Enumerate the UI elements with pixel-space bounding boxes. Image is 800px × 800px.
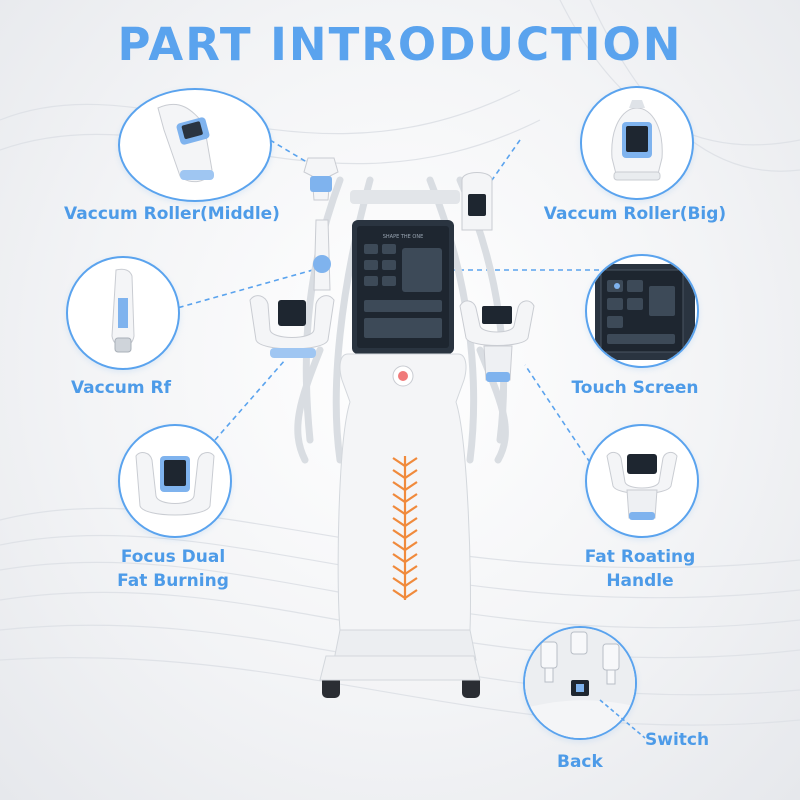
fat-roating-handle-label: Fat Roating Handle [565, 545, 715, 593]
vaccum-roller-middle-circle [118, 88, 272, 202]
big-roller-handle [461, 172, 493, 231]
switch-label: Switch [645, 730, 710, 750]
vaccum-roller-big-circle [580, 86, 694, 200]
back-label: Back [557, 752, 603, 772]
right-rotating-handle [459, 300, 535, 382]
middle-roller-handle [303, 157, 339, 201]
touch-screen-circle [585, 254, 699, 368]
page-title: PART INTRODUCTION [117, 18, 683, 71]
vaccum-roller-big-label: Vaccum Roller(Big) [543, 204, 727, 224]
fat-roating-handle-circle [585, 424, 699, 538]
screen-header-text: SHAPE THE ONE [383, 234, 424, 240]
focus-dual-fat-burning-image [135, 452, 215, 516]
vaccum-roller-big-image [611, 100, 663, 181]
focus-dual-label-line2: Fat Burning [117, 571, 229, 591]
fat-roating-label-line1: Fat Roating [584, 547, 696, 567]
orange-pattern [392, 456, 418, 600]
focus-dual-fat-burning-circle [118, 424, 232, 538]
vaccum-roller-middle-label: Vaccum Roller(Middle) [64, 204, 280, 224]
fat-roating-label-line2: Handle [606, 571, 674, 591]
vaccum-rf-circle [66, 256, 180, 370]
focus-dual-fat-burning-label: Focus Dual Fat Burning [98, 545, 248, 593]
touch-screen-label: Touch Screen [571, 378, 699, 398]
vaccum-rf-label: Vaccum Rf [70, 378, 172, 398]
touch-screen-panel: SHAPE THE ONE [352, 220, 454, 354]
rf-handle [313, 219, 331, 291]
main-device-illustration: SHAPE THE ONE [249, 157, 535, 698]
vaccum-roller-middle-image [157, 103, 214, 183]
touch-screen-image [595, 264, 695, 360]
left-dual-handle [249, 295, 335, 358]
focus-dual-label-line1: Focus Dual [120, 547, 226, 567]
vaccum-rf-image [111, 268, 135, 353]
fat-roating-handle-image [606, 451, 678, 520]
